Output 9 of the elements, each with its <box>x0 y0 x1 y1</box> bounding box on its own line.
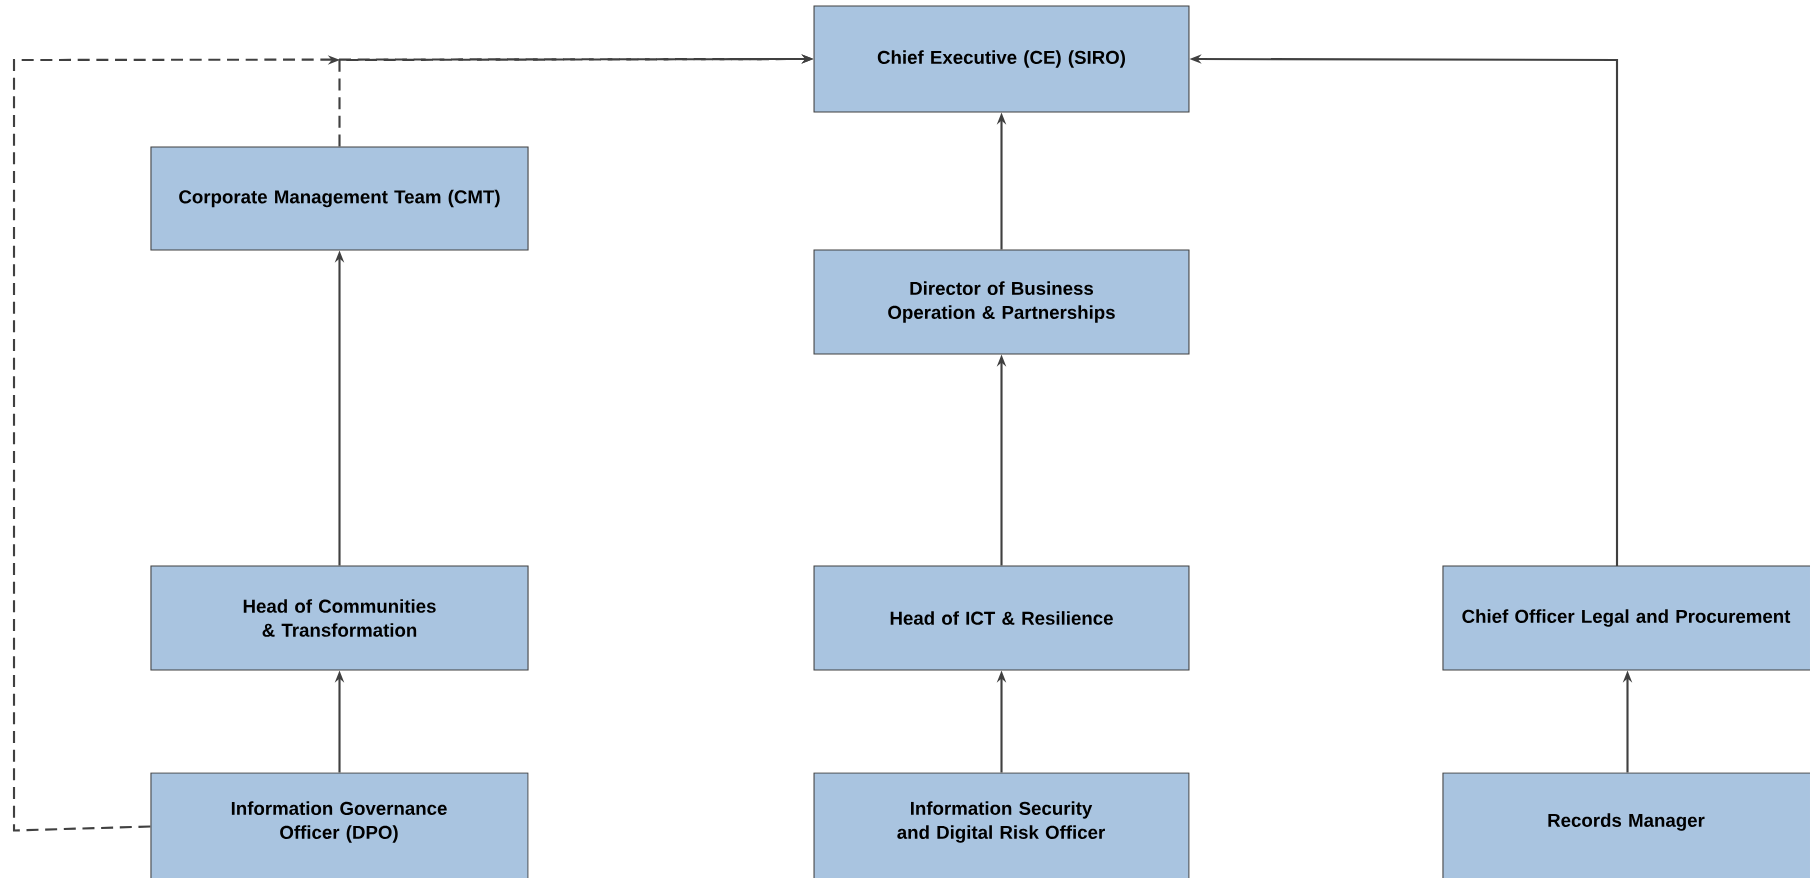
org-box: Information Security and Digital Risk Officer <box>813 772 1190 878</box>
org-box: Chief Officer Legal and Procurement <box>1442 565 1810 671</box>
org-box: Director of Business Operation & Partnerships <box>813 249 1190 355</box>
org-box: Records Manager <box>1442 772 1810 878</box>
org-box: Chief Executive (CE) (SIRO) <box>813 5 1190 113</box>
org-box: Head of Communities & Transformation <box>150 565 529 671</box>
org-box: Information Governance Officer (DPO) <box>150 772 529 878</box>
org-box: Head of ICT & Resilience <box>813 565 1190 671</box>
org-box: Corporate Management Team (CMT) <box>150 146 529 251</box>
